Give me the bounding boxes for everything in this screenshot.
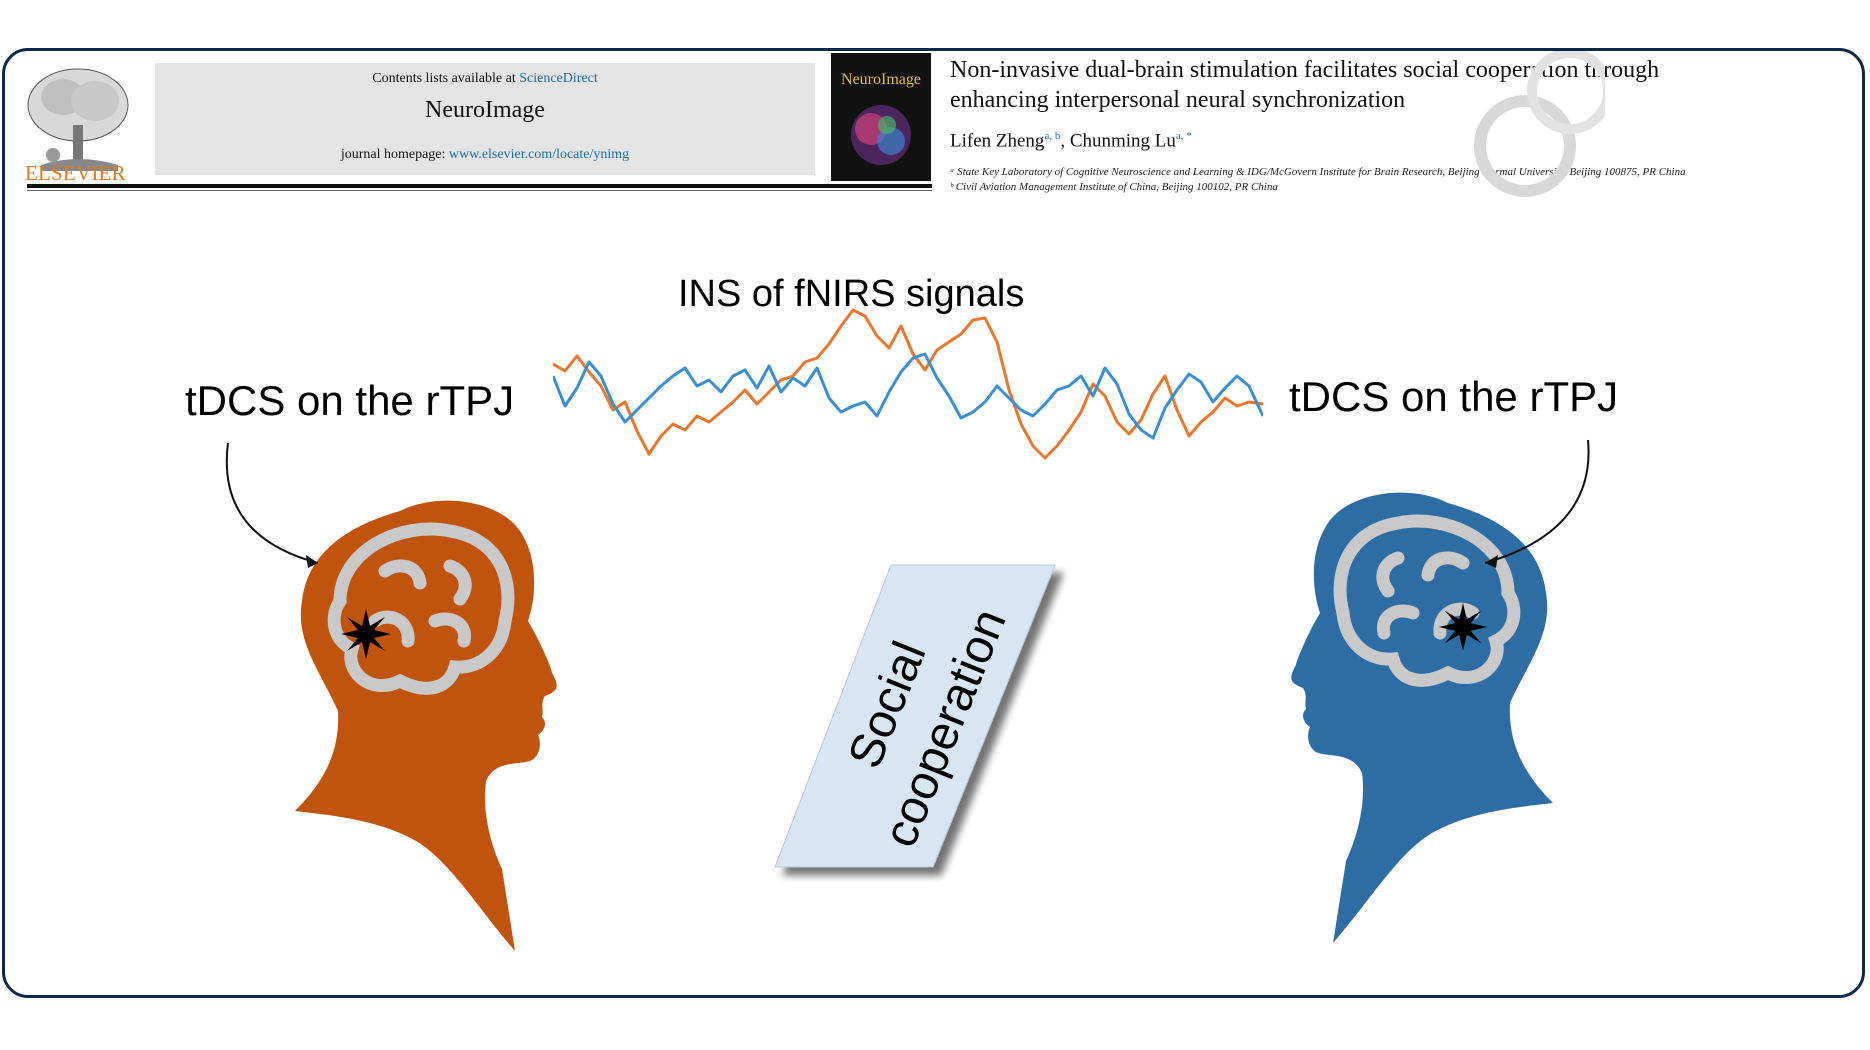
- contents-line: Contents lists available at ScienceDirec…: [372, 71, 598, 86]
- author-name: Chunming Lu: [1069, 130, 1176, 152]
- brain-icon: [327, 522, 515, 695]
- header-rule: [27, 184, 932, 188]
- graphical-abstract-frame: ELSEVIER Contents lists available at Sci…: [2, 48, 1865, 998]
- blue-signal-line: [553, 352, 1263, 440]
- journal-cover-icon: NeuroImage: [831, 53, 931, 181]
- orange-signal-line: [553, 308, 1263, 460]
- journal-header: ELSEVIER Contents lists available at Sci…: [5, 51, 1862, 211]
- head-profile-icon: [1291, 492, 1553, 943]
- author-list: Lifen Zhenga, b, Chunming Lua, *: [950, 130, 1192, 152]
- watermark-icon: [1474, 51, 1605, 197]
- journal-info-box: Contents lists available at ScienceDirec…: [155, 63, 815, 175]
- cover-title: NeuroImage: [841, 71, 921, 88]
- brain-icon: [1333, 514, 1521, 687]
- right-arrow-pointer-icon: [1484, 439, 1590, 568]
- right-stimulation-label: tDCS on the rTPJ: [1289, 373, 1619, 420]
- sciencedirect-link[interactable]: ScienceDirect: [519, 71, 598, 86]
- elsevier-tree-icon: [23, 65, 133, 193]
- right-stimulation-star-icon: [1439, 603, 1487, 651]
- left-stimulation-label: tDCS on the rTPJ: [185, 377, 515, 424]
- head-profile-icon: [295, 500, 557, 951]
- affiliation-b: ᵇ Civil Aviation Management Institute of…: [950, 181, 1278, 193]
- social-cooperation-card: Social cooperation: [774, 564, 1056, 868]
- publisher-name: ELSEVIER: [25, 161, 126, 185]
- homepage-link[interactable]: www.elsevier.com/locate/ynimg: [448, 147, 630, 162]
- paper-title: Non-invasive dual-brain stimulation faci…: [950, 57, 1660, 113]
- left-arrow-pointer-icon: [225, 442, 319, 568]
- signal-title: INS of fNIRS signals: [678, 273, 1025, 315]
- journal-name: NeuroImage: [425, 97, 545, 123]
- affiliation-a: ᵃ State Key Laboratory of Cognitive Neur…: [950, 166, 1686, 178]
- author-name: Lifen Zheng: [950, 130, 1045, 152]
- fnirs-signals: [553, 308, 1263, 460]
- homepage-line: journal homepage: www.elsevier.com/locat…: [340, 147, 630, 162]
- left-head-profile-icon: [295, 500, 557, 951]
- cover-art: [851, 105, 911, 165]
- right-head-profile-icon: [1291, 492, 1553, 943]
- header-rule-thin: [27, 190, 932, 191]
- left-stimulation-star-icon: [341, 609, 391, 659]
